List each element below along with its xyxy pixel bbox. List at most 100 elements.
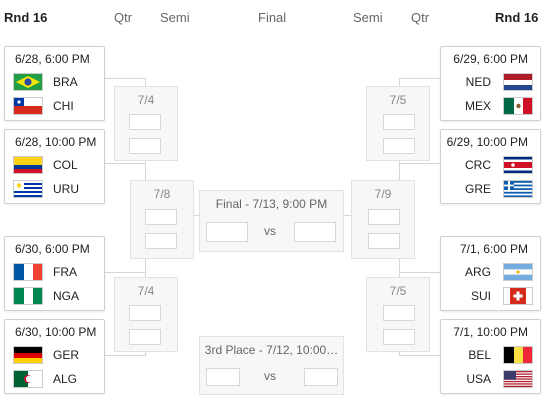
connector-line [104,272,145,273]
match-time: 6/29, 10:00 PM [446,135,528,149]
team-code: CHI [53,99,74,113]
team-slot [304,368,338,386]
team-code: GER [53,348,80,362]
match-time: 7/1, 6:00 PM [459,242,528,256]
team-row: GRE [441,180,533,200]
greece-flag-icon [503,180,533,198]
usa-flag-icon [503,370,533,388]
connector-line [145,160,146,184]
team-slot [383,329,415,345]
team-code: URU [53,182,79,196]
costa-rica-flag-icon [503,156,533,174]
semifinal-box[interactable]: 7/9 [351,180,415,259]
team-slot [383,138,415,154]
team-row: SUI [441,287,533,307]
connector-line [104,78,145,79]
quarterfinal-box[interactable]: 7/4 [114,86,178,161]
uruguay-flag-icon [13,180,43,198]
match-card[interactable]: 6/28, 10:00 PM COL URU [4,129,105,204]
connector-line [399,163,440,164]
germany-flag-icon [13,346,43,364]
connector-line [104,163,145,164]
header-qtr-left: Qtr [114,10,133,25]
team-code: NGA [53,289,80,303]
france-flag-icon [13,263,43,281]
team-slot [206,222,248,242]
team-row: CRC [441,156,533,176]
team-row: NGA [13,287,101,307]
team-row: COL [13,156,101,176]
mexico-flag-icon [503,97,533,115]
match-date: 7/5 [389,284,407,298]
team-row: NED [441,73,533,93]
team-code: BRA [53,75,78,89]
team-row: MEX [441,97,533,117]
belgium-flag-icon [503,346,533,364]
team-slot [145,233,177,249]
header-rnd16-right: Rnd 16 [495,10,539,25]
colombia-flag-icon [13,156,43,174]
match-time: 6/28, 10:00 PM [15,135,97,149]
match-date: 7/5 [389,93,407,107]
match-card[interactable]: 6/29, 6:00 PM NED MEX [440,46,541,121]
algeria-flag-icon [13,370,43,388]
match-time: 6/28, 6:00 PM [15,52,90,66]
connector-line [399,78,440,79]
team-row: GER [13,346,101,366]
team-code: MEX [464,99,491,113]
match-card[interactable]: 7/1, 6:00 PM ARG SUI [440,236,541,311]
team-slot [383,114,415,130]
team-slot [129,138,161,154]
team-slot [368,233,400,249]
match-time: 6/29, 6:00 PM [453,52,528,66]
team-code: ALG [53,372,78,386]
team-row: ARG [441,263,533,283]
quarterfinal-box[interactable]: 7/4 [114,277,178,352]
match-card[interactable]: 6/28, 6:00 PM BRA CHI [4,46,105,121]
nigeria-flag-icon [13,287,43,305]
match-date: 7/4 [137,93,155,107]
match-card[interactable]: 6/29, 10:00 PM CRC GRE [440,129,541,204]
team-code: NED [465,75,491,89]
netherlands-flag-icon [503,73,533,91]
brazil-flag-icon [13,73,43,91]
header-qtr-right: Qtr [411,10,430,25]
match-time: 7/1, 10:00 PM [453,325,528,339]
match-time: 6/30, 10:00 PM [15,325,97,339]
team-row: USA [441,370,533,390]
quarterfinal-box[interactable]: 7/5 [366,277,430,352]
team-code: GRE [464,182,491,196]
match-date: 7/8 [153,187,171,201]
semifinal-box[interactable]: 7/8 [130,180,194,259]
third-place-box[interactable]: 3rd Place - 7/12, 10:00… vs [199,336,344,395]
team-row: FRA [13,263,101,283]
team-row: BEL [441,346,533,366]
team-code: FRA [53,265,77,279]
team-slot [129,305,161,321]
team-code: COL [53,158,78,172]
match-card[interactable]: 7/1, 10:00 PM BEL USA [440,319,541,394]
versus-label: vs [264,369,276,383]
third-place-title: 3rd Place - 7/12, 10:00… [204,343,339,357]
quarterfinal-box[interactable]: 7/5 [366,86,430,161]
match-card[interactable]: 6/30, 10:00 PM GER ALG [4,319,105,394]
connector-line [342,215,352,216]
switzerland-flag-icon [503,287,533,305]
team-code: BEL [468,348,491,362]
team-slot [294,222,336,242]
header-rnd16-left: Rnd 16 [4,10,48,25]
team-slot [145,209,177,225]
final-box[interactable]: Final - 7/13, 9:00 PM vs [199,190,344,252]
header-semi-right: Semi [353,10,383,25]
team-row: ALG [13,370,101,390]
team-code: SUI [470,289,491,303]
match-card[interactable]: 6/30, 6:00 PM FRA NGA [4,236,105,311]
team-slot [206,368,240,386]
match-date: 7/4 [137,284,155,298]
team-slot [368,209,400,225]
team-row: BRA [13,73,101,93]
versus-label: vs [264,224,276,238]
team-code: USA [466,372,491,386]
header-semi-left: Semi [160,10,190,25]
match-time: 6/30, 6:00 PM [15,242,90,256]
